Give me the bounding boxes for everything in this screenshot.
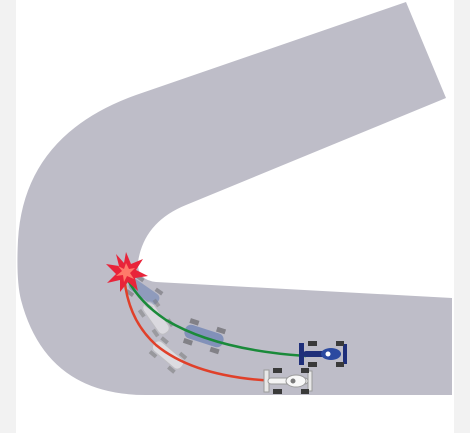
race-car-white (263, 368, 313, 394)
race-car-blue (299, 341, 347, 367)
trajectory-green (122, 271, 307, 358)
trajectory-red (122, 271, 279, 383)
diagram-panel (16, 0, 454, 433)
collision-burst-icon (106, 252, 148, 292)
track-surface (17, 2, 453, 395)
diagram-svg (17, 2, 453, 395)
